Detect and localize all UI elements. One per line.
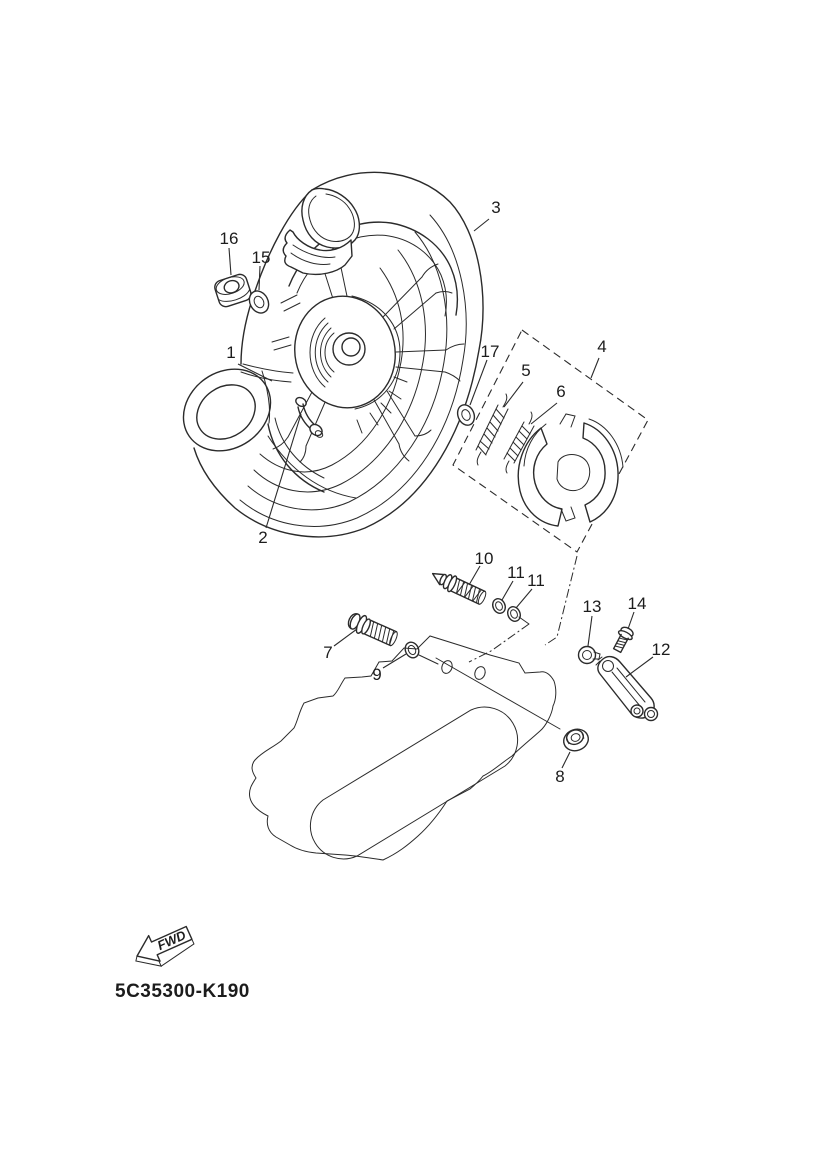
adjuster-bolt-10: [431, 572, 487, 605]
callout-15: 15: [252, 248, 271, 267]
bolt-14: [612, 626, 634, 654]
valve-stem: [295, 396, 324, 438]
callout-8: 8: [555, 767, 564, 786]
callout-4: 4: [597, 337, 606, 356]
o-ring-11b: [507, 606, 521, 622]
brake-kit-box: [452, 329, 649, 553]
callout-9: 9: [372, 665, 381, 684]
axle-nut-16: [214, 273, 252, 308]
callout-16: 16: [220, 229, 239, 248]
callout-5: 5: [521, 361, 530, 380]
o-ring-9: [404, 641, 420, 659]
fwd-arrow: FWD: [135, 925, 195, 967]
callout-17: 17: [481, 342, 500, 361]
brake-spring-5: [475, 393, 509, 466]
callout-12: 12: [652, 640, 671, 659]
tire-bead-opening: [301, 187, 361, 249]
rim-bead-strip: [282, 229, 353, 276]
callout-2: 2: [258, 528, 267, 547]
clip-13: [577, 645, 601, 665]
tire-section-cup: [182, 363, 294, 452]
callout-13: 13: [583, 597, 602, 616]
callout-10: 10: [475, 549, 494, 568]
fwd-label: FWD: [155, 927, 189, 953]
brake-drum: [294, 295, 408, 434]
leader-lines: [228, 218, 654, 769]
crankcase-cover-outline: [249, 555, 578, 861]
brake-shoe-assembly: [517, 413, 624, 527]
break-marks: [271, 294, 301, 351]
callout-11b: 11: [527, 571, 545, 590]
brake-lever-12: [595, 655, 659, 722]
axle-nut-8: [563, 728, 589, 752]
callouts: 1 2 3 4 5 6 7 8 9 10 11 11 12 13 14 15 1…: [220, 198, 671, 786]
o-ring-11a: [492, 598, 506, 614]
callout-1: 1: [226, 343, 235, 362]
callout-6: 6: [556, 382, 565, 401]
callout-3: 3: [491, 198, 500, 217]
callout-7: 7: [323, 643, 332, 662]
brake-spring-6: [503, 411, 535, 474]
drawing-code: 5C35300-K190: [115, 981, 250, 1002]
washer-17: [456, 404, 476, 426]
bolt-7: [347, 613, 398, 647]
callout-14: 14: [628, 594, 647, 613]
callout-11a: 11: [507, 563, 525, 582]
washer-15: [248, 290, 270, 314]
